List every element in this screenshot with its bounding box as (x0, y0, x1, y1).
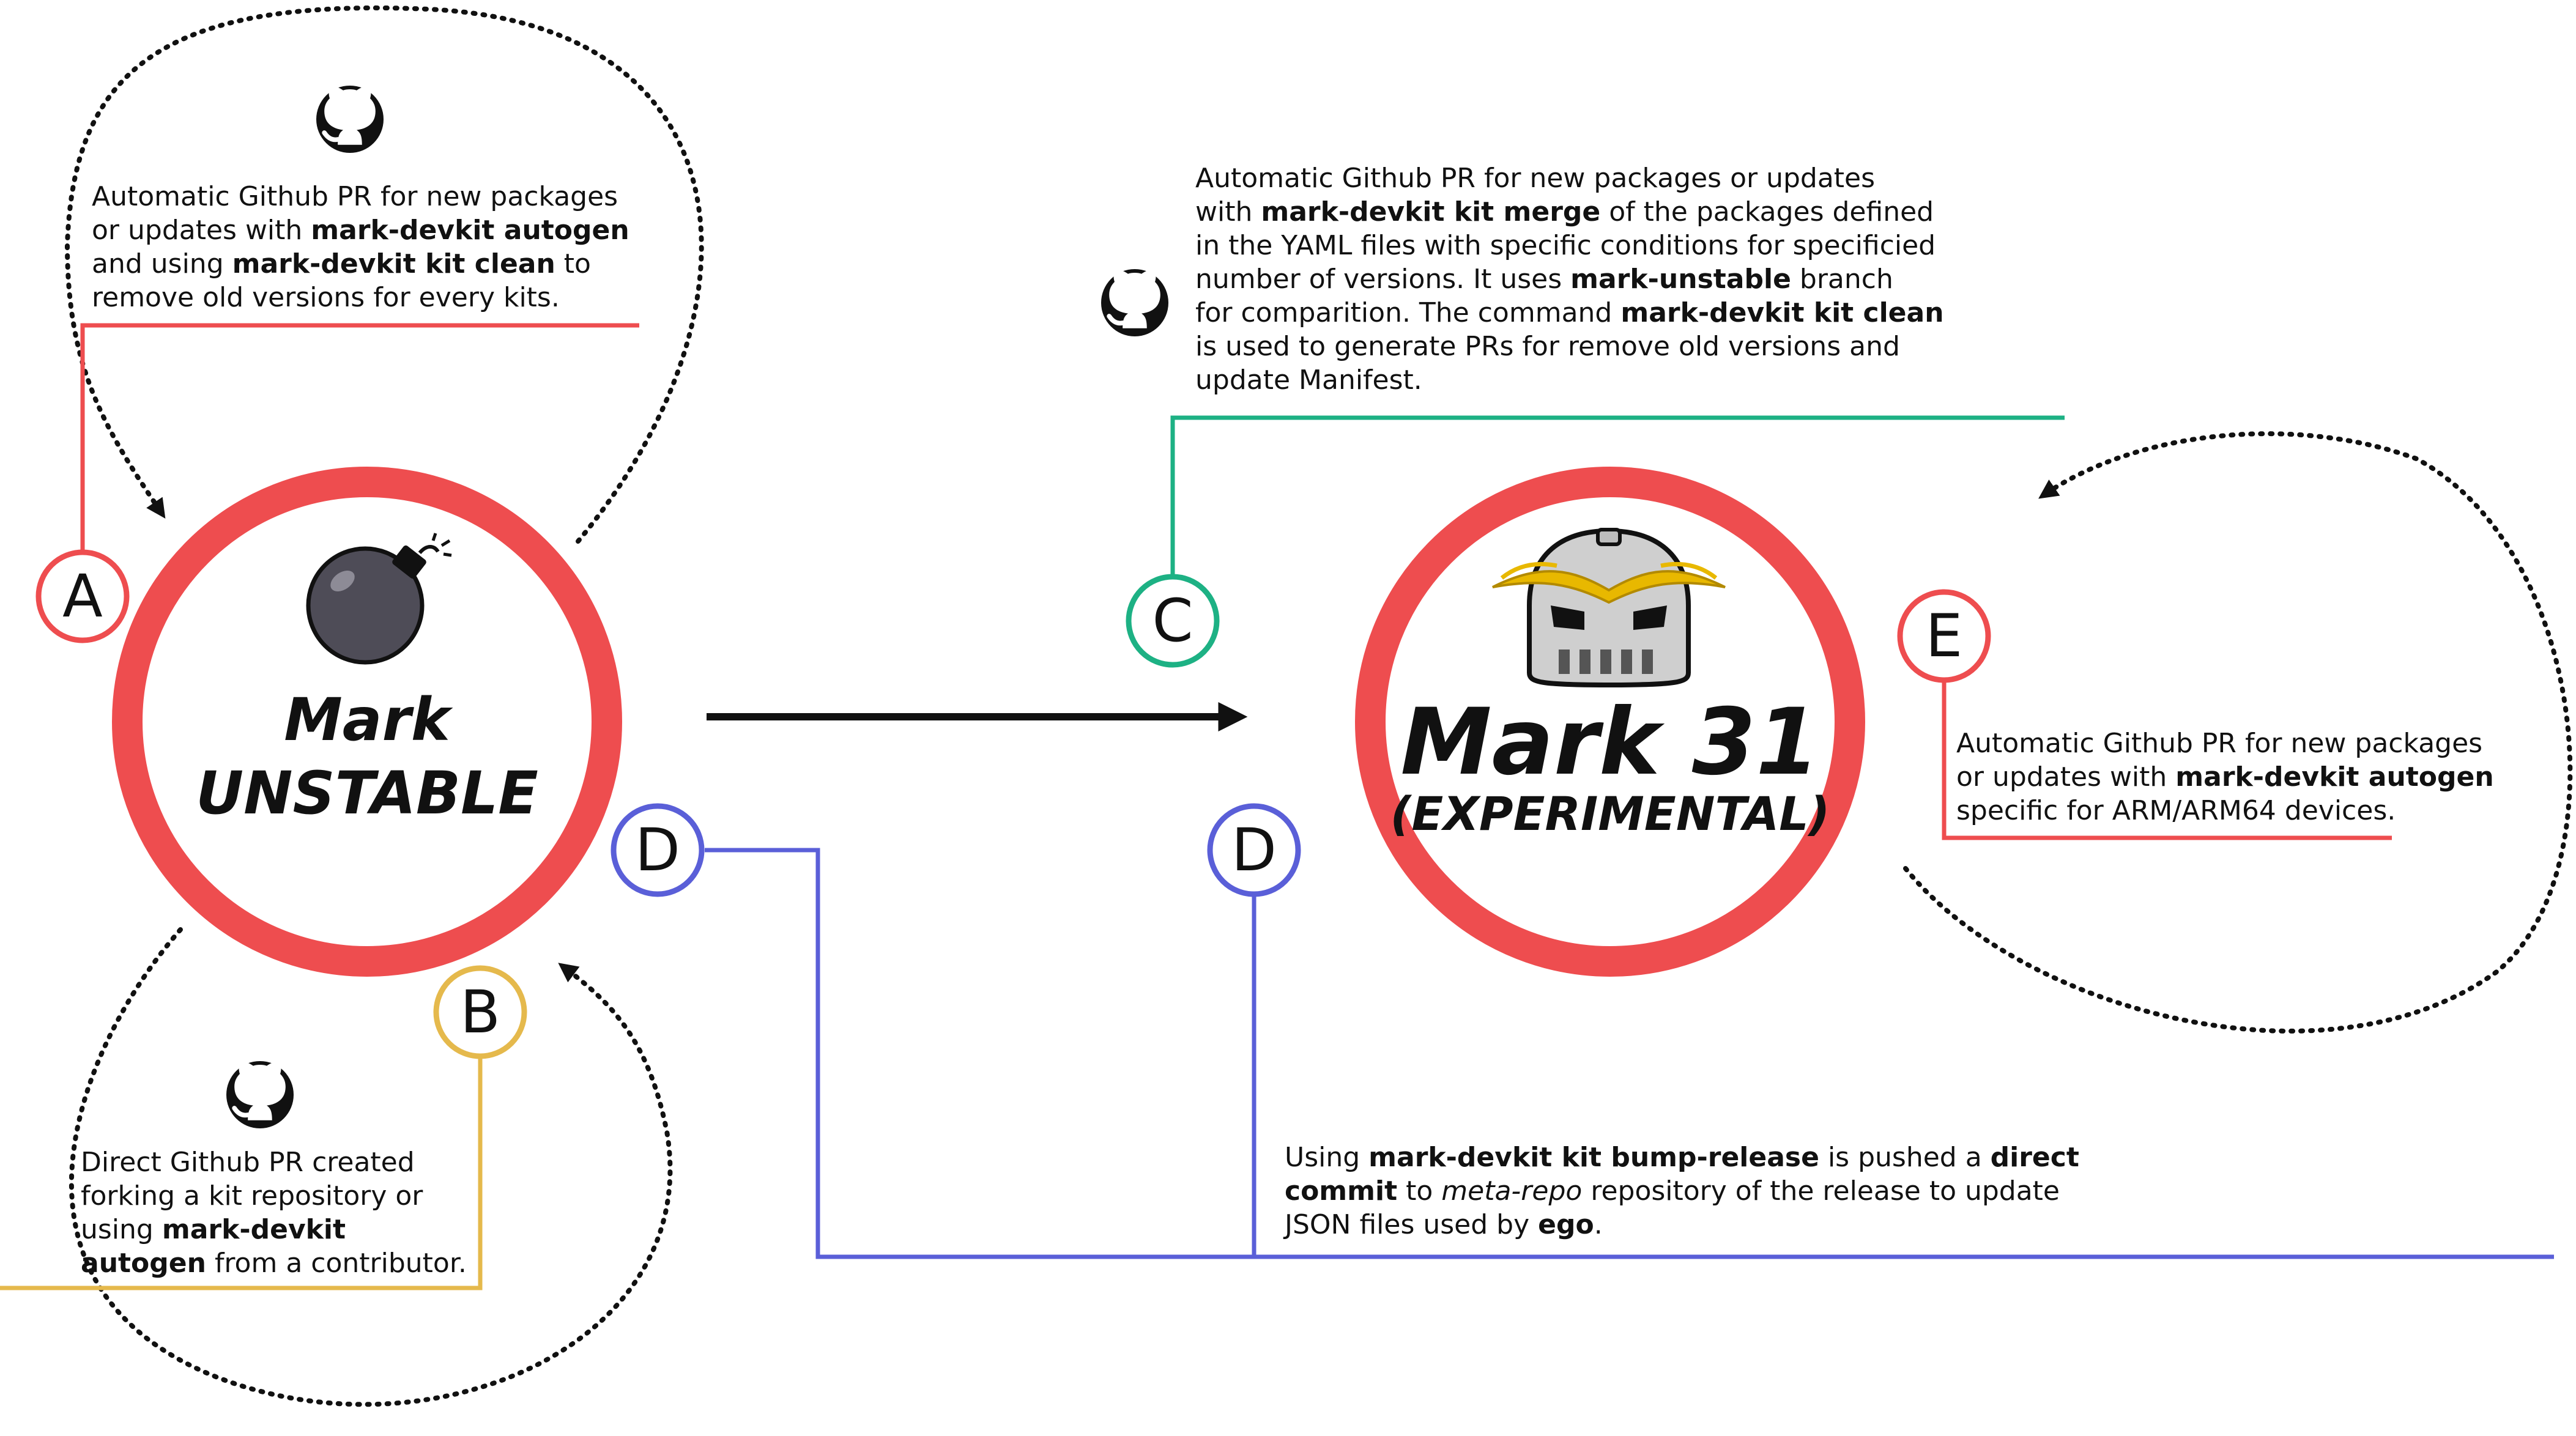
note-run: ego (1538, 1209, 1594, 1240)
note-line: or updates with mark-devkit autogen (1956, 760, 2494, 794)
note-run: is pushed a (1819, 1142, 1991, 1173)
note-run: mark-unstable (1570, 264, 1791, 295)
note-run: from a contributor. (206, 1248, 467, 1279)
unstable-title-line1: Mark (284, 686, 453, 754)
mark31-title-line1: Mark 31 (1400, 689, 1819, 796)
note-line: is used to generate PRs for remove old v… (1195, 330, 1944, 363)
svg-text:A: A (62, 562, 103, 631)
svg-text:B: B (460, 978, 500, 1046)
note-run: repository of the release to update (1582, 1175, 2060, 1207)
connector-a (80, 323, 639, 558)
connector-c (1170, 415, 2065, 575)
note-run: with (1195, 196, 1261, 228)
note-run: update Manifest. (1195, 365, 1422, 396)
github-icon (316, 86, 384, 153)
note-run: to (555, 248, 591, 279)
knight-helmet-icon (1492, 528, 1726, 688)
svg-text:E: E (1926, 602, 1963, 670)
note-run: mark-devkit autogen (311, 215, 629, 246)
note-line: update Manifest. (1195, 363, 1944, 397)
note-line: forking a kit repository or (81, 1179, 467, 1213)
badge-d: D (611, 803, 705, 897)
note-d: Using mark-devkit kit bump-release is pu… (1285, 1141, 2079, 1242)
note-line: Using mark-devkit kit bump-release is pu… (1285, 1141, 2079, 1174)
note-run: mark-devkit autogen (2175, 761, 2494, 793)
github-icon (226, 1061, 294, 1128)
note-line: commit to meta-repo repository of the re… (1285, 1174, 2079, 1208)
svg-text:D: D (1231, 816, 1277, 884)
note-line: autogen from a contributor. (81, 1246, 467, 1280)
connector-d (705, 848, 2554, 1259)
note-line: JSON files used by ego. (1285, 1208, 2079, 1242)
note-run: mark-devkit kit merge (1261, 196, 1601, 228)
node-mark-31 (1355, 467, 1865, 977)
note-run: or updates with (1956, 761, 2176, 793)
note-run: mark-devkit kit bump-release (1368, 1142, 1819, 1173)
note-line: with mark-devkit kit merge of the packag… (1195, 195, 1944, 229)
note-run: to (1397, 1175, 1442, 1207)
note-run: Automatic Github PR for new packages (92, 181, 618, 212)
bomb-icon (306, 533, 452, 665)
svg-text:D: D (635, 816, 680, 884)
note-line: Automatic Github PR for new packages (92, 180, 629, 213)
loop-arrow-e (1903, 431, 2573, 1034)
badge-e: E (1897, 589, 1991, 683)
note-line: using mark-devkit (81, 1213, 467, 1246)
badge-c: C (1126, 574, 1220, 668)
note-line: and using mark-devkit kit clean to (92, 247, 629, 281)
note-run: mark-devkit (161, 1214, 346, 1245)
note-run: mark-devkit kit clean (1620, 297, 1944, 328)
note-line: Direct Github PR created (81, 1145, 467, 1179)
svg-text:C: C (1152, 587, 1193, 655)
note-run: and using (92, 248, 232, 279)
note-run: Automatic Github PR for new packages or … (1195, 163, 1876, 194)
note-run: remove old versions for every kits. (92, 282, 560, 313)
note-run: Direct Github PR created (81, 1147, 415, 1178)
note-line: Automatic Github PR for new packages (1956, 727, 2494, 760)
note-run: JSON files used by (1285, 1209, 1539, 1240)
note-line: Automatic Github PR for new packages or … (1195, 161, 1944, 195)
note-line: specific for ARM/ARM64 devices. (1956, 794, 2494, 827)
mark31-title-line2: (EXPERIMENTAL) (1390, 786, 1830, 841)
note-run: using (81, 1214, 162, 1245)
badge-b: B (433, 965, 527, 1059)
unstable-title-line2: UNSTABLE (196, 759, 538, 827)
badge-a: A (35, 549, 130, 643)
note-run: Using (1285, 1142, 1369, 1173)
note-run: of the packages defined (1600, 196, 1934, 228)
badge-d-2: D (1207, 803, 1301, 897)
note-run: mark-devkit kit clean (232, 248, 555, 279)
note-run: autogen (81, 1248, 206, 1279)
note-run: number of versions. It uses (1195, 264, 1571, 295)
node-mark-unstable (112, 467, 622, 977)
connector-e (1942, 667, 2392, 840)
connector-b (0, 1058, 483, 1290)
note-run: in the YAML files with specific conditio… (1195, 230, 1936, 261)
note-line: in the YAML files with specific conditio… (1195, 229, 1944, 262)
github-icon (1101, 269, 1168, 336)
note-line: remove old versions for every kits. (92, 281, 629, 314)
note-run: is used to generate PRs for remove old v… (1195, 331, 1900, 362)
note-line: for comparition. The command mark-devkit… (1195, 296, 1944, 330)
note-run: forking a kit repository or (81, 1180, 423, 1212)
note-run: specific for ARM/ARM64 devices. (1956, 795, 2396, 826)
note-c: Automatic Github PR for new packages or … (1195, 161, 1944, 397)
note-run: Automatic Github PR for new packages (1956, 728, 2483, 759)
note-run: direct (1990, 1142, 2079, 1173)
note-run: commit (1285, 1175, 1398, 1207)
note-run: for comparition. The command (1195, 297, 1621, 328)
note-line: number of versions. It uses mark-unstabl… (1195, 262, 1944, 296)
note-run: meta-repo (1441, 1175, 1583, 1207)
note-run: branch (1791, 264, 1893, 295)
note-run: or updates with (92, 215, 311, 246)
note-line: or updates with mark-devkit autogen (92, 213, 629, 247)
note-run: . (1594, 1209, 1603, 1240)
loop-arrow-b (69, 927, 673, 1407)
